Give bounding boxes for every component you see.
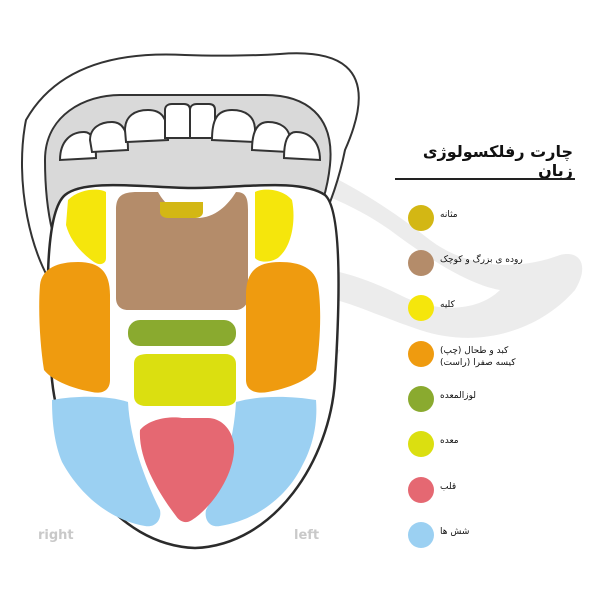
zone-lungs-right xyxy=(52,396,161,527)
legend-swatch xyxy=(408,431,434,457)
legend-swatch xyxy=(408,205,434,231)
legend-swatch xyxy=(408,250,434,276)
side-label-left: left xyxy=(294,528,320,543)
legend-label: لوزالمعده xyxy=(440,391,476,401)
legend-divider xyxy=(395,178,575,180)
legend-swatch xyxy=(408,477,434,503)
zone-pancreas xyxy=(128,320,236,346)
zone-kidney-right xyxy=(66,189,106,265)
zone-heart xyxy=(139,417,235,523)
legend-label: کلیه xyxy=(440,300,455,310)
legend-title: چارت رفلکسولوژی زبان xyxy=(422,142,573,180)
legend-label: مثانه xyxy=(440,210,458,220)
legend-label: کبد و طحال (چپ) کیسه صفرا (راست) xyxy=(440,346,516,368)
legend-swatch xyxy=(408,386,434,412)
zone-liver-spleen-right xyxy=(39,262,110,393)
legend-swatch xyxy=(408,295,434,321)
zone-liver-spleen-left xyxy=(246,262,321,393)
legend-swatch xyxy=(408,341,434,367)
zone-intestines xyxy=(116,192,248,310)
zone-kidney-left xyxy=(255,189,294,262)
upper-teeth xyxy=(58,103,322,162)
watermark-logo xyxy=(215,147,583,370)
legend-label: معده xyxy=(440,436,459,446)
legend-label: قلب xyxy=(440,482,457,492)
legend-swatch xyxy=(408,522,434,548)
zone-stomach xyxy=(134,354,236,406)
side-label-right: right xyxy=(38,528,74,543)
legend-label: روده ی بزرگ و کوچک xyxy=(440,255,523,265)
zone-lungs-left xyxy=(205,396,317,527)
legend-label: شش ها xyxy=(440,527,470,537)
zone-bladder xyxy=(160,202,203,218)
